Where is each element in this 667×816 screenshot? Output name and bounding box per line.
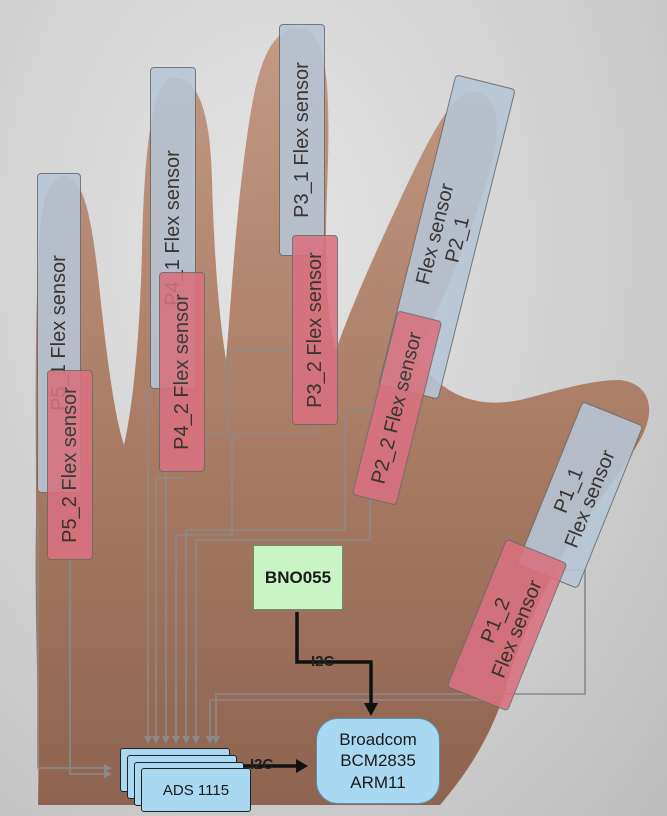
wire-p5-2 bbox=[70, 560, 108, 774]
i2c-label-imu: I2C bbox=[311, 653, 334, 670]
cpu-line-2: BCM2835 bbox=[340, 750, 416, 771]
sensor-label: P4_2 Flex sensor bbox=[171, 294, 194, 450]
i2c-label-adc: I2C bbox=[250, 756, 273, 773]
sensor-label: P5_2 Flex sensor bbox=[59, 387, 82, 543]
cpu-line-3: ARM11 bbox=[350, 772, 405, 793]
sensor-p3-1: P3_1 Flex sensor bbox=[279, 24, 325, 256]
bno055-imu-block: BNO055 bbox=[253, 545, 343, 610]
cpu-line-1: Broadcom bbox=[339, 729, 416, 750]
imu-label: BNO055 bbox=[265, 568, 331, 588]
sensor-p5-2: P5_2 Flex sensor bbox=[47, 370, 93, 560]
wire-p4-2 bbox=[156, 478, 185, 740]
sensor-p4-2: P4_2 Flex sensor bbox=[159, 272, 205, 472]
sensor-label: P3_1 Flex sensor bbox=[291, 62, 314, 218]
ads1115-adc-block: ADS 1115 bbox=[141, 768, 251, 812]
broadcom-cpu-block: Broadcom BCM2835 ARM11 bbox=[316, 718, 440, 804]
adc-label: ADS 1115 bbox=[163, 782, 229, 799]
sensor-p3-2: P3_2 Flex sensor bbox=[292, 235, 338, 425]
sensor-label: P3_2 Flex sensor bbox=[304, 252, 327, 408]
wire-p2-2 bbox=[196, 495, 370, 740]
